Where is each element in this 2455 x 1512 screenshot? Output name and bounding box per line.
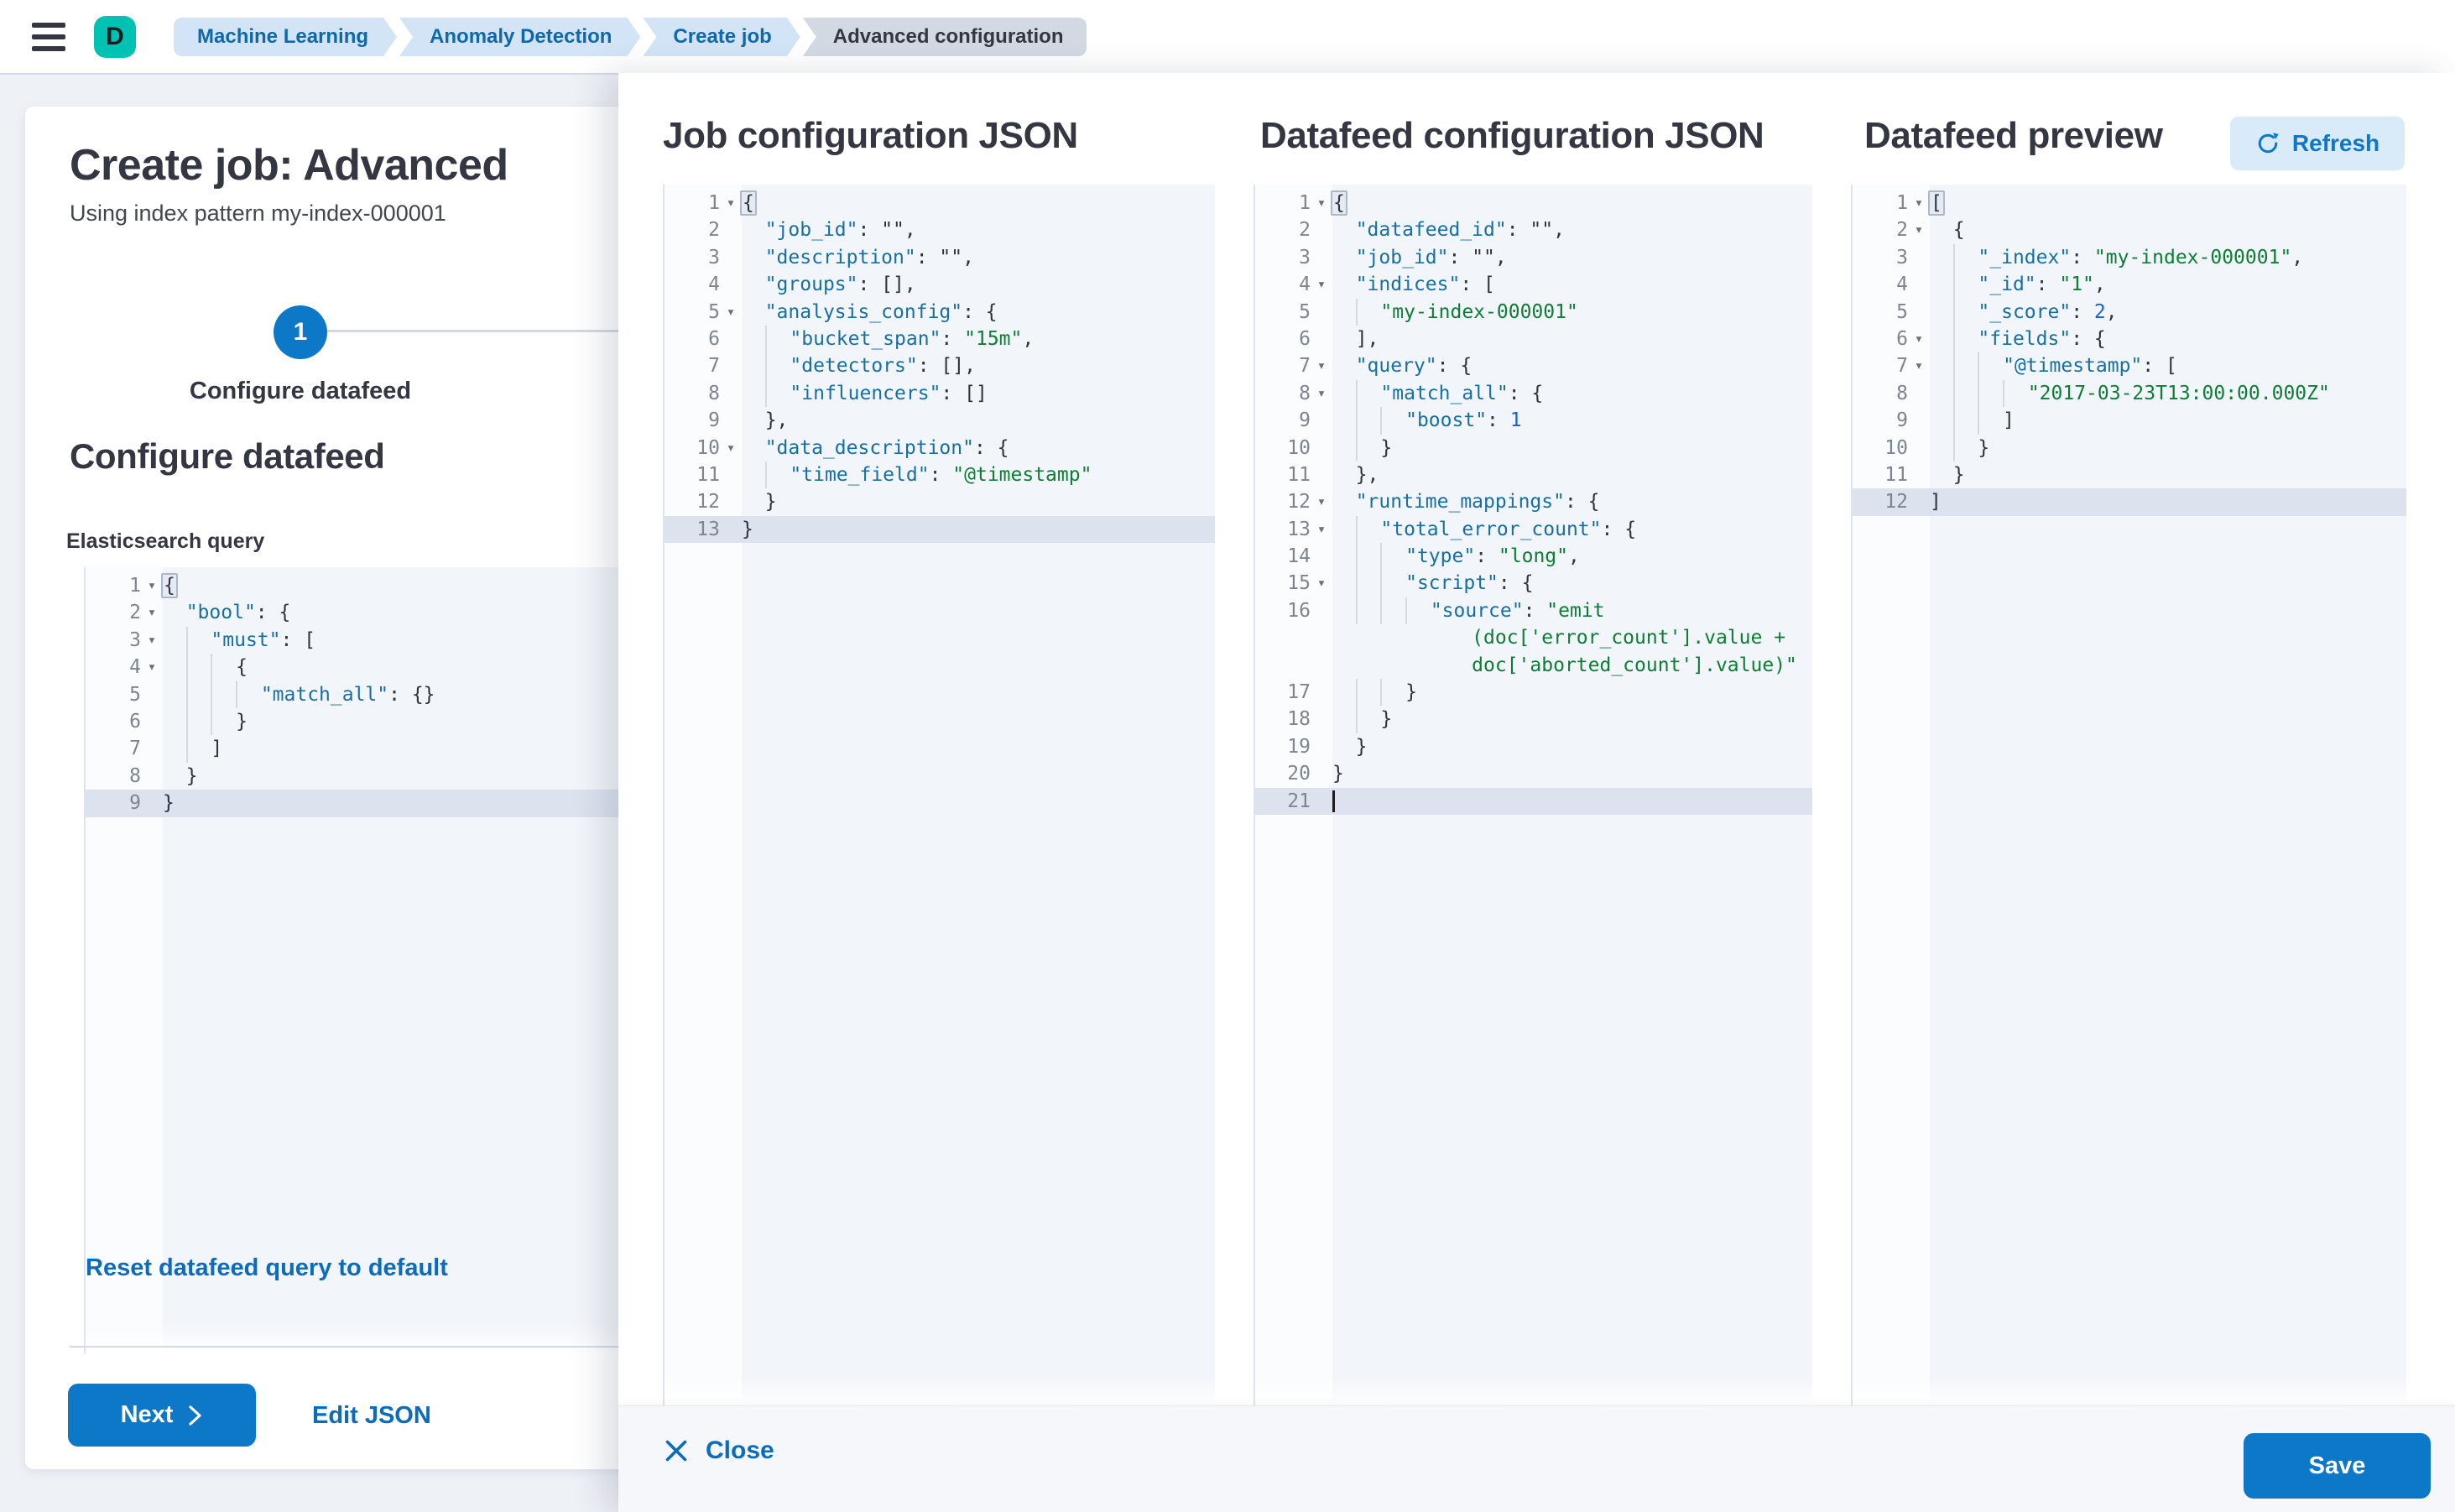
datafeed-config-json-editor[interactable]: 1▾{ 2▾ "datafeed_id": "", 3▾ "job_id": "",… xyxy=(1254,185,1812,1406)
code-line[interactable]: ▾ (doc['error_count'].value + xyxy=(1332,627,1786,649)
code-line[interactable]: 7▾ "@timestamp": [ xyxy=(1853,352,2406,380)
code-line[interactable]: 3▾ "_index": "my-index-000001", xyxy=(1853,243,2406,272)
refresh-icon xyxy=(2258,133,2279,154)
save-button[interactable]: Save xyxy=(2244,1433,2431,1499)
code-line[interactable]: 6▾ ], xyxy=(1299,327,1379,350)
code-line[interactable]: 2▾ "job_id": "", xyxy=(708,219,916,242)
breadcrumb-advanced-configuration: Advanced configuration xyxy=(802,18,1087,56)
code-line[interactable]: 14▾ "type": "long", xyxy=(1255,543,1812,571)
next-button-label: Next xyxy=(120,1401,174,1428)
code-line[interactable]: 8▾ "influencers": [] xyxy=(665,379,1215,408)
elasticsearch-query-editor[interactable]: 1▾{ 2▾ "bool": {3▾ "must": [4▾ {5▾ "match… xyxy=(84,567,620,1353)
code-line[interactable]: 4▾ "_id": "1", xyxy=(1853,271,2406,299)
json-editor-flyout: Job configuration JSON Datafeed configur… xyxy=(618,73,2455,1512)
code-line[interactable]: 16▾ "source": "emit xyxy=(1255,597,1812,625)
code-line[interactable]: 9▾ ] xyxy=(1853,407,2406,435)
close-button-label: Close xyxy=(706,1436,774,1464)
code-line[interactable]: 1▾{ xyxy=(665,190,1215,216)
breadcrumb-create-job[interactable]: Create job xyxy=(643,18,800,56)
code-line[interactable]: 7▾ "query": { xyxy=(1299,355,1472,378)
code-line[interactable]: 1▾[ xyxy=(1853,190,2406,216)
code-line[interactable]: 8▾ "match_all": { xyxy=(1255,379,1812,408)
code-line[interactable]: 9▾} xyxy=(86,790,620,817)
breadcrumb-anomaly-detection[interactable]: Anomaly Detection xyxy=(399,18,640,56)
code-line[interactable]: 10▾ } xyxy=(1255,434,1812,461)
code-line[interactable]: 8▾ "2017-03-23T13:00:00.000Z" xyxy=(1853,379,2406,408)
code-line[interactable]: 12▾] xyxy=(1853,488,2406,516)
code-line[interactable]: 15▾ "script": { xyxy=(1255,570,1812,597)
divider xyxy=(70,1346,618,1348)
space-avatar[interactable]: D xyxy=(94,16,136,58)
code-line[interactable]: 4▾ { xyxy=(86,654,620,681)
code-line[interactable]: 6▾ "bucket_span": "15m", xyxy=(665,325,1215,353)
code-line[interactable]: 21▾ xyxy=(1255,787,1812,815)
job-config-json-title: Job configuration JSON xyxy=(663,115,1078,156)
code-line[interactable]: 12▾ } xyxy=(696,491,777,514)
code-line[interactable]: 3▾ "must": [ xyxy=(86,626,620,654)
code-line[interactable]: 9▾ }, xyxy=(708,409,789,432)
datafeed-preview-title: Datafeed preview xyxy=(1864,115,2163,156)
code-line[interactable]: 18▾ } xyxy=(1255,706,1812,733)
edit-json-link[interactable]: Edit JSON xyxy=(312,1402,431,1429)
flyout-footer: Close Save xyxy=(618,1405,2455,1512)
refresh-button[interactable]: Refresh xyxy=(2230,117,2405,170)
code-line[interactable]: 4▾ "indices": [ xyxy=(1299,274,1495,296)
code-line[interactable]: 6▾ "fields": { xyxy=(1853,325,2406,353)
code-line[interactable]: 5▾ "my-index-000001" xyxy=(1255,298,1812,326)
code-line[interactable]: 20▾} xyxy=(1287,763,1344,785)
code-line[interactable]: 3▾ "job_id": "", xyxy=(1299,246,1507,269)
code-line[interactable]: 17▾ } xyxy=(1255,679,1812,706)
close-button[interactable]: Close xyxy=(664,1436,774,1465)
code-line[interactable]: 7▾ "detectors": [], xyxy=(665,352,1215,380)
code-line[interactable]: 11▾ }, xyxy=(1287,463,1379,486)
code-line[interactable]: ▾ doc['aborted_count'].value)" xyxy=(1332,654,1797,676)
chevron-right-icon xyxy=(189,1405,202,1426)
code-line[interactable]: 11▾ "time_field": "@timestamp" xyxy=(665,461,1215,489)
code-line[interactable]: 5▾ "match_all": {} xyxy=(86,680,620,708)
elasticsearch-query-label: Elasticsearch query xyxy=(66,529,265,553)
code-line[interactable]: 3▾ "description": "", xyxy=(708,246,974,269)
code-line[interactable]: 13▾} xyxy=(665,515,1215,544)
code-line[interactable]: 5▾ "analysis_config": { xyxy=(708,300,998,323)
code-line[interactable]: 2▾ { xyxy=(1896,219,1965,242)
code-line[interactable]: 1▾{ xyxy=(1255,190,1812,216)
code-line[interactable]: 8▾ } xyxy=(129,764,198,787)
menu-icon[interactable] xyxy=(32,22,65,51)
code-line[interactable]: 12▾ "runtime_mappings": { xyxy=(1287,491,1600,514)
breadcrumb: Machine Learning Anomaly Detection Creat… xyxy=(174,18,1089,56)
code-line[interactable]: 2▾ "bool": { xyxy=(129,602,291,624)
save-button-label: Save xyxy=(2308,1452,2366,1479)
page-title: Create job: Advanced xyxy=(70,141,508,190)
code-line[interactable]: 9▾ "boost": 1 xyxy=(1255,407,1812,435)
code-line[interactable]: 19▾ } xyxy=(1287,735,1368,758)
datafeed-preview-editor[interactable]: 1▾[ 2▾ {3▾ "_index": "my-index-000001",4▾… xyxy=(1851,185,2406,1406)
create-job-wizard-panel: Create job: Advanced Using index pattern… xyxy=(25,107,663,1469)
step-1-label: Configure datafeed xyxy=(189,378,412,404)
breadcrumb-machine-learning[interactable]: Machine Learning xyxy=(174,18,397,56)
datafeed-config-json-title: Datafeed configuration JSON xyxy=(1260,115,1764,156)
code-line[interactable]: 5▾ "_score": 2, xyxy=(1853,298,2406,326)
code-line[interactable]: 10▾ } xyxy=(1853,434,2406,461)
next-button[interactable]: Next xyxy=(68,1384,256,1447)
section-heading: Configure datafeed xyxy=(70,436,385,476)
code-line[interactable]: 2▾ "datafeed_id": "", xyxy=(1299,219,1565,242)
code-line[interactable]: 10▾ "data_description": { xyxy=(696,436,1009,459)
close-icon xyxy=(665,1440,687,1462)
index-pattern-subtitle: Using index pattern my-index-000001 xyxy=(70,201,446,226)
top-navigation-bar: D Machine Learning Anomaly Detection Cre… xyxy=(0,0,2455,75)
job-config-json-editor[interactable]: 1▾{ 2▾ "job_id": "", 3▾ "description": "",… xyxy=(663,185,1215,1406)
code-line[interactable]: 11▾ } xyxy=(1884,463,1965,486)
code-line[interactable]: 4▾ "groups": [], xyxy=(708,274,916,296)
reset-datafeed-query-link[interactable]: Reset datafeed query to default xyxy=(86,1254,448,1281)
step-1-indicator[interactable]: 1 xyxy=(274,305,327,359)
refresh-button-label: Refresh xyxy=(2291,130,2380,156)
step-progress-line xyxy=(326,330,663,332)
code-line[interactable]: 6▾ } xyxy=(86,707,620,736)
code-line[interactable]: 13▾ "total_error_count": { xyxy=(1255,515,1812,544)
code-line[interactable]: 7▾ ] xyxy=(86,735,620,763)
code-line[interactable]: 1▾{ xyxy=(86,572,620,599)
